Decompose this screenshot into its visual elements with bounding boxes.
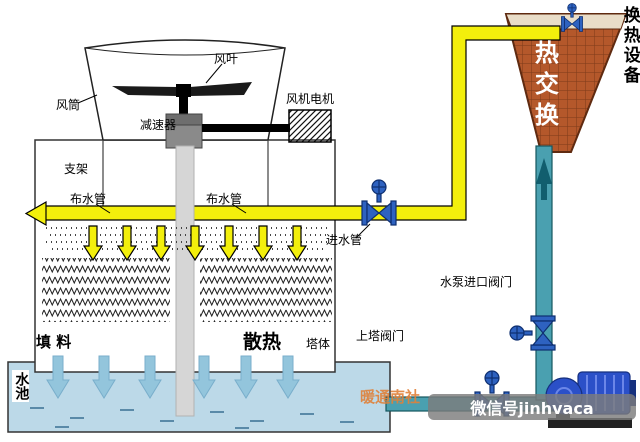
fan-motor-box bbox=[288, 109, 332, 143]
label-inlet-pipe: 进水管 bbox=[326, 233, 363, 247]
label-pump-inlet-valve: 水泵进口阀门 bbox=[440, 275, 513, 289]
label-support: 支架 bbox=[64, 162, 89, 176]
label-fan-motor: 风机电机 bbox=[286, 92, 335, 106]
fan-shaft bbox=[179, 96, 188, 116]
label-heat-exchange: 热交换 bbox=[530, 40, 559, 133]
label-pool: 水池 bbox=[12, 370, 30, 402]
watermark-brand: 暖通南社 bbox=[360, 388, 421, 406]
motor-shaft-line bbox=[202, 124, 290, 132]
label-dist-pipe-left: 布水管 bbox=[70, 192, 107, 206]
label-fan-blade: 风叶 bbox=[214, 52, 239, 66]
fan-duct-rim bbox=[84, 47, 286, 56]
fill-block-right bbox=[200, 258, 332, 322]
hot-pipe-arrowhead bbox=[24, 200, 47, 227]
center-shaft bbox=[175, 145, 195, 417]
label-fan-duct: 风筒 bbox=[56, 98, 81, 112]
label-heat-dissipation: 散热 bbox=[243, 331, 282, 353]
label-dist-pipe-right: 布水管 bbox=[206, 192, 243, 206]
fill-block-left bbox=[42, 258, 170, 322]
fan-blade-right bbox=[190, 82, 252, 96]
heat-exchanger bbox=[504, 13, 628, 153]
label-tower-body: 塔体 bbox=[306, 337, 331, 351]
label-fill-material: 填 料 bbox=[36, 333, 72, 351]
label-up-tower-valve: 上塔阀门 bbox=[356, 329, 405, 343]
riser-flow-arrow bbox=[536, 158, 552, 200]
fan-hub bbox=[176, 84, 191, 97]
leader-lines bbox=[77, 63, 371, 239]
fan-blade-left bbox=[112, 86, 177, 96]
pump-base bbox=[548, 418, 632, 428]
label-reducer: 减速器 bbox=[140, 118, 177, 132]
watermark-wechat: 微信号jinhvaca bbox=[428, 394, 636, 420]
label-heat-exchange-equipment: 换热设备 bbox=[619, 6, 640, 86]
reducer-top bbox=[165, 113, 203, 126]
water-ripples bbox=[30, 407, 354, 429]
fan-assembly bbox=[112, 82, 332, 149]
